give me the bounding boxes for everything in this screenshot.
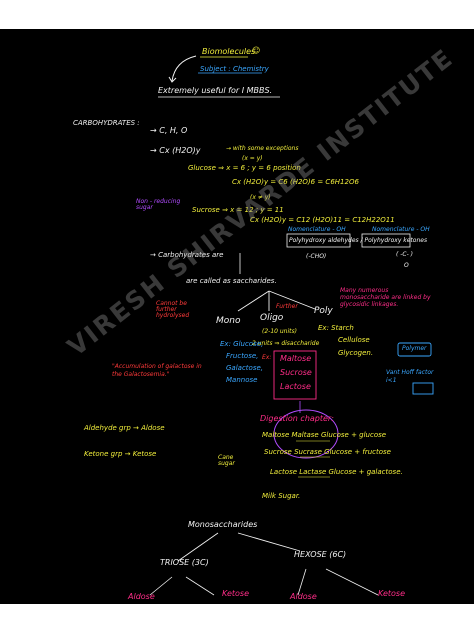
general-formula: → Cx (H2O)y (150, 146, 201, 155)
cane-sugar-note: Cane sugar (218, 454, 235, 467)
ketone-oxygen: O (404, 262, 409, 269)
x-equals-y: (x = y) (242, 155, 263, 162)
mono-title: Monosaccharides (188, 520, 258, 529)
x-not-equal-y: (x ≠ y) (250, 194, 271, 201)
ketone-group: ( -C- ) (396, 251, 414, 258)
saccharides-line: are called as saccharides. (186, 277, 277, 285)
cannot-hydrolysed-note: Cannot be further hydrolysed (156, 300, 190, 319)
handwriting-strokes (149, 55, 434, 596)
definition-main: Polyhydroxy aldehydes / Polyhydroxy keto… (289, 237, 428, 244)
oligo-example-1: Maltose (280, 354, 312, 363)
glucose-line: Glucose ⇒ x = 6 ; y = 6 position (188, 164, 301, 172)
glucose-formula: Cx (H2O)y = C6 (H2O)6 = C6H12O6 (232, 178, 359, 186)
title: Biomolecules (202, 47, 256, 56)
oligo-example-3: Lactose (280, 382, 311, 391)
poly-example-2: Cellulose (338, 336, 370, 344)
oligo-label: Oligo (260, 313, 284, 323)
vant-hoff-note: Vant Hoff factor i<1 (386, 369, 434, 384)
branch-aldose-1: Aldose (128, 592, 155, 601)
digestion-title: Digestion chapter: (260, 414, 334, 423)
oligo-example-2: Sucrose (280, 368, 312, 377)
elements-line: → C, H, O (150, 126, 188, 135)
polymer-label: Polymer (402, 345, 427, 352)
exceptions-note: → with some exceptions (226, 145, 299, 152)
branch-aldose-2: Aldose (290, 592, 317, 601)
poly-example-3: Glycogen. (338, 349, 374, 357)
mono-example-4: Mannose (226, 376, 258, 384)
ketone-group-note: Ketone grp → Ketose (84, 450, 157, 458)
oligo-note: Further (276, 303, 298, 310)
poly-label: Poly (314, 306, 333, 316)
mono-example-2: Fructose, (226, 352, 259, 360)
branch-ketose-2: Ketose (378, 589, 406, 598)
nonreducing-note: Non - reducing sugar (136, 198, 181, 211)
digestion-line-2: Sucrose Sucrase Glucose + fructose (264, 448, 391, 456)
nomenclature-oh: Nomenclature - OH (288, 226, 346, 233)
smiley-icon: ☺ (252, 46, 261, 55)
digestion-line-3: Lactose Lactase Glucose + galactose. (270, 468, 403, 476)
oligo-example-label: Ex: (262, 354, 272, 361)
aldehyde-group-note: Aldehyde grp → Aldose (84, 424, 165, 432)
poly-note: Many numerous monosaccharide are linked … (340, 287, 431, 309)
note-board: Biomolecules ☺ Subject : Chemistry Extre… (0, 29, 474, 604)
poly-example-1: Ex: Starch (318, 324, 354, 332)
digestion-line-1: Maltose Maltase Glucose + glucose (262, 431, 387, 439)
mono-example-1: Ex: Glucose, (220, 340, 264, 348)
definition-pre: → Carbohydrates are (150, 251, 224, 259)
section-heading: CARBOHYDRATES : (73, 119, 140, 127)
triose-label: TRIOSE (3C) (160, 558, 209, 567)
milk-sugar-note: Milk Sugar. (262, 492, 301, 500)
note-line: Extremely useful for I MBBS. (158, 86, 273, 95)
subject-label: Subject : Chemistry (200, 65, 269, 73)
branch-ketose-1: Ketose (222, 589, 250, 598)
aldehyde-group: (-CHO) (306, 253, 327, 260)
nomenclature-oh-2: Nomenclature - OH (372, 226, 430, 233)
mono-label: Mono (216, 316, 241, 326)
sucrose-line: Sucrose ⇒ x = 12 ; y = 11 (192, 206, 284, 214)
mono-example-3: Galactose, (226, 364, 264, 372)
accumulation-note: "Accumulation of galactose in the Galact… (112, 363, 202, 378)
units-range: (2-10 units) (262, 328, 297, 335)
units-disaccharide: 2 units ⇒ disaccharide (252, 340, 320, 347)
sucrose-formula: Cx (H2O)y = C12 (H2O)11 = C12H22O11 (250, 216, 395, 224)
hexose-label: HEXOSE (6C) (294, 550, 347, 559)
